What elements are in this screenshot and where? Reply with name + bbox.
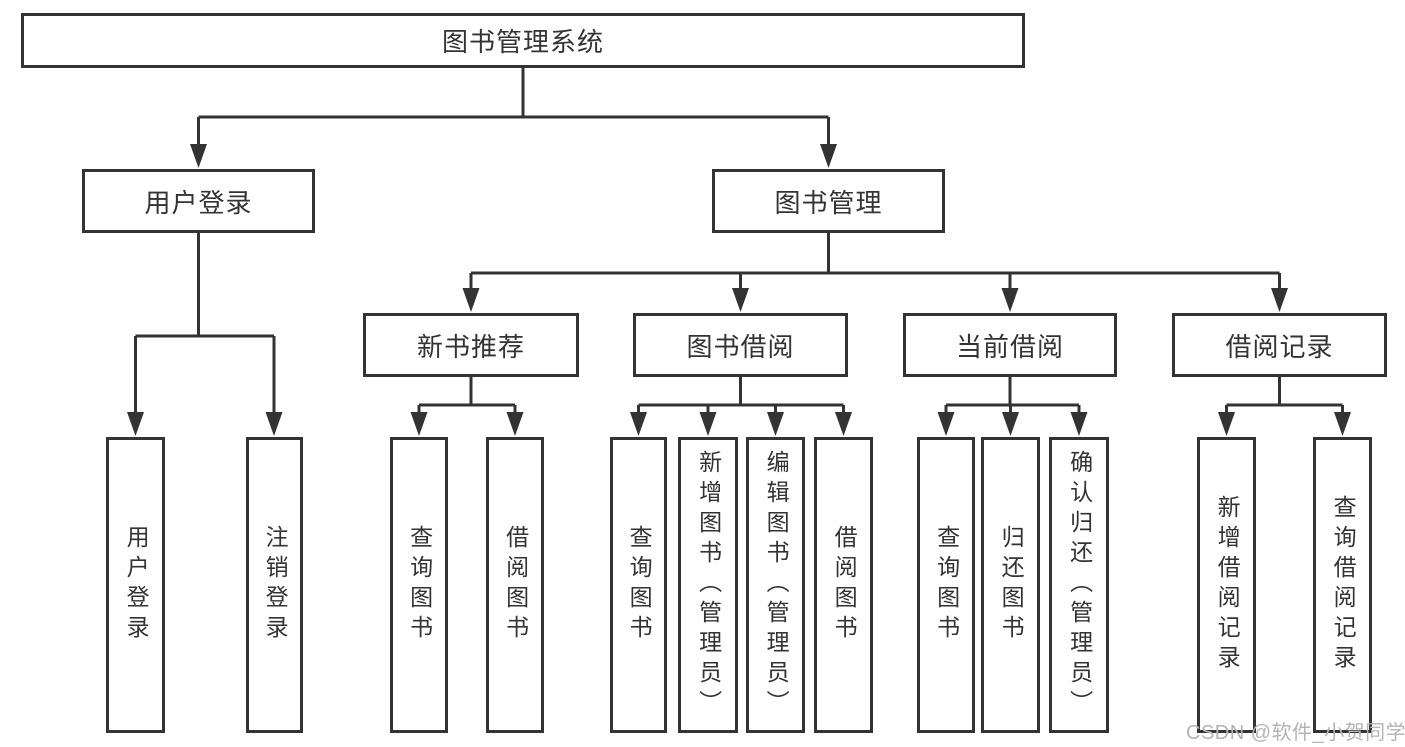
node-borrowing-records: 借阅记录 [1172, 313, 1387, 377]
arrow-down-icon [732, 288, 749, 312]
arrows-user-login-group [127, 412, 283, 436]
node-book-borrowing: 图书借阅 [633, 313, 848, 377]
node-query-books-current: 查询图书 [917, 437, 975, 733]
arrow-down-icon [630, 412, 647, 436]
node-book-management: 图书管理 [712, 169, 945, 233]
arrow-down-icon [127, 412, 144, 436]
node-label: 查询图书 [626, 525, 653, 645]
node-borrow-books: 借阅图书 [814, 437, 873, 733]
arrow-down-icon [1271, 288, 1288, 312]
arrow-down-icon [1002, 412, 1019, 436]
arrows-records-group [1218, 412, 1351, 436]
node-query-borrow-record: 查询借阅记录 [1313, 437, 1372, 733]
node-label: 借阅图书 [831, 525, 858, 645]
arrows-current-group [937, 412, 1088, 436]
node-new-book-recommendation: 新书推荐 [363, 313, 579, 377]
node-query-books-recommend: 查询图书 [390, 437, 448, 733]
node-add-books-admin: 新增图书（管理员） [678, 437, 738, 733]
connector-user-login-group [134, 233, 276, 414]
arrow-down-icon [265, 412, 283, 436]
node-label: 借阅图书 [502, 525, 529, 645]
node-label: 新增图书（管理员） [695, 450, 722, 720]
node-return-books: 归还图书 [981, 437, 1040, 733]
arrow-down-icon [1218, 412, 1235, 436]
arrow-down-icon [462, 288, 480, 312]
node-label: 查询图书 [933, 525, 960, 645]
connector-book-mgmt-group [469, 233, 1281, 290]
arrows-borrow-group [630, 412, 852, 436]
connector-records-group [1225, 377, 1344, 414]
arrow-down-icon [190, 144, 207, 168]
node-label: 查询图书 [406, 525, 433, 645]
node-borrow-books-recommend: 借阅图书 [486, 437, 544, 733]
node-label: 用户登录 [123, 525, 150, 645]
arrow-down-icon [699, 412, 717, 436]
arrows-new-book-group [410, 412, 524, 436]
arrows-root-to-level2 [190, 144, 837, 168]
node-query-books-borrow: 查询图书 [610, 437, 667, 733]
arrow-down-icon [767, 412, 784, 436]
node-label: 查询借阅记录 [1330, 495, 1357, 675]
connector-root-to-level2 [197, 68, 830, 146]
arrow-down-icon [835, 412, 852, 436]
arrow-down-icon [506, 412, 524, 436]
arrow-down-icon [1001, 288, 1019, 312]
node-label: 注销登录 [262, 525, 289, 645]
node-logout: 注销登录 [246, 437, 303, 733]
arrow-down-icon [410, 412, 428, 436]
node-add-borrow-record: 新增借阅记录 [1197, 437, 1256, 733]
arrow-down-icon [820, 144, 837, 168]
node-label: 归还图书 [998, 525, 1025, 645]
node-edit-books-admin: 编辑图书（管理员） [746, 437, 805, 733]
node-library-management-system: 图书管理系统 [21, 13, 1025, 68]
csdn-watermark: CSDN @软件_小贺同学 [1186, 722, 1405, 744]
node-user-login-leaf: 用户登录 [106, 437, 165, 733]
node-confirm-return-admin: 确认归还（管理员） [1049, 437, 1109, 733]
node-label: 新增借阅记录 [1214, 495, 1241, 675]
arrow-down-icon [937, 412, 955, 436]
arrows-book-mgmt-group [462, 288, 1288, 312]
node-label: 确认归还（管理员） [1066, 450, 1093, 720]
node-current-borrowing: 当前借阅 [903, 313, 1117, 377]
arrow-down-icon [1334, 412, 1351, 436]
connector-current-group [944, 377, 1081, 414]
connector-borrow-group [637, 377, 845, 414]
connector-new-book-group [417, 377, 517, 414]
arrow-down-icon [1070, 412, 1088, 436]
node-label: 编辑图书（管理员） [763, 450, 790, 720]
node-user-login: 用户登录 [82, 169, 315, 233]
